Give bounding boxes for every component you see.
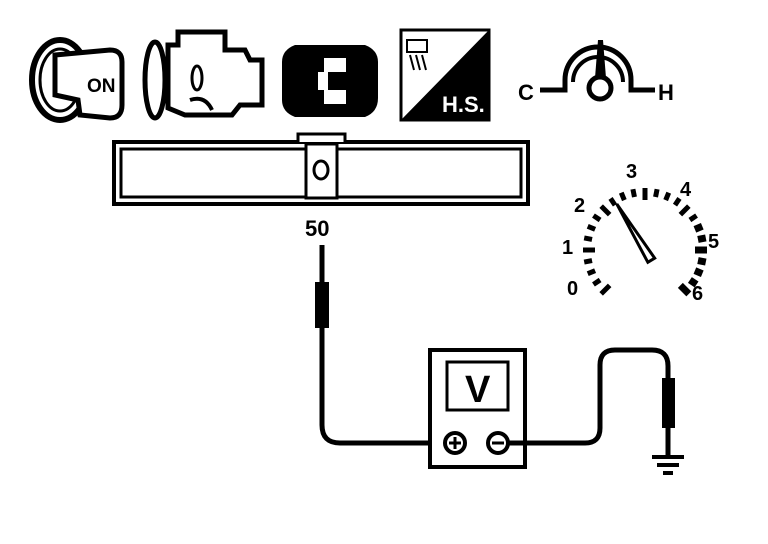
tach-tick [592, 277, 602, 287]
tach-tick [693, 267, 704, 277]
tach-tick [599, 204, 612, 217]
tach-tick [693, 223, 704, 233]
tach-tick [677, 282, 692, 297]
positive-test-lead [315, 245, 443, 446]
tach-tick [618, 191, 627, 202]
voltmeter-label: V [465, 369, 491, 411]
temperature-gauge-icon: C H [518, 40, 674, 105]
tach-tick [653, 188, 660, 198]
cold-label: C [518, 80, 534, 105]
tach-tick [586, 223, 597, 232]
tach-tick [583, 235, 593, 242]
connector-icon [282, 45, 378, 117]
tach-needle [615, 203, 657, 265]
negative-test-lead [508, 347, 684, 475]
tach-label-5: 5 [708, 231, 719, 253]
tach-tick [688, 213, 698, 223]
tach-tick [697, 257, 707, 266]
connector-housing [112, 132, 530, 206]
tach-tick [586, 268, 597, 277]
tach-label-0: 0 [567, 278, 578, 300]
tachometer-icon [583, 188, 707, 297]
tach-tick [630, 188, 637, 198]
ignition-on-label: ON [87, 76, 116, 97]
tach-tick [599, 283, 612, 296]
tach-label-1: 1 [562, 237, 573, 259]
tach-tick [663, 191, 672, 202]
engine-icon [142, 29, 265, 121]
tach-tick [583, 258, 593, 265]
tach-tick [672, 197, 682, 207]
tach-label-6: 6 [692, 283, 703, 305]
tach-tick [592, 213, 602, 223]
heat-sink-icon: H.S. [399, 28, 491, 122]
voltmeter: V [428, 348, 527, 469]
tach-tick [697, 234, 707, 243]
tach-tick [687, 277, 699, 288]
tach-label-3: 3 [626, 161, 637, 183]
tach-tick [608, 197, 618, 207]
heat-sink-label: H.S. [442, 92, 485, 117]
hot-label: H [658, 80, 674, 105]
tach-label-2: 2 [574, 195, 585, 217]
tach-label-4: 4 [680, 179, 692, 201]
ignition-key-icon: ON [29, 37, 125, 123]
terminal-number-label: 50 [305, 216, 329, 241]
tach-tick [678, 204, 691, 217]
ground-icon [652, 455, 684, 475]
